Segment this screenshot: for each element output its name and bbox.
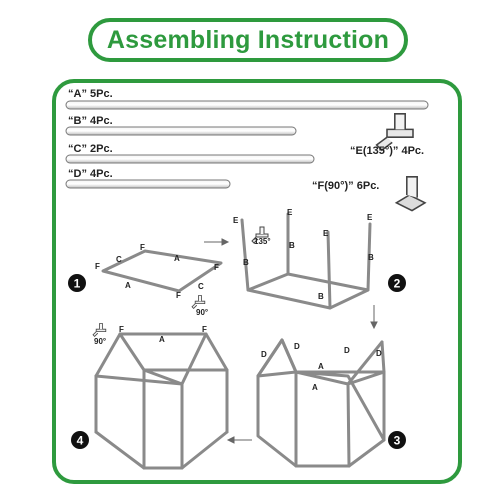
arrow-down-head-icon	[370, 321, 378, 330]
step-3-badge: 3	[394, 434, 401, 448]
svg-text:E: E	[287, 208, 293, 217]
step-4-house-frame	[94, 332, 229, 470]
svg-text:A: A	[159, 335, 165, 344]
svg-text:B: B	[318, 292, 324, 301]
instruction-frame	[52, 79, 462, 484]
connector-f-icon	[395, 176, 426, 212]
svg-text:A: A	[318, 362, 324, 371]
flow-arrows	[204, 238, 378, 444]
step-badges: 1 2 3 4	[68, 274, 406, 449]
pole-b	[65, 126, 297, 136]
svg-text:E: E	[233, 216, 239, 225]
connector-f-label: “F(90°)” 6Pc.	[312, 180, 379, 192]
svg-text:F: F	[176, 291, 181, 300]
svg-text:C: C	[116, 255, 122, 264]
step-2-wall-frame	[240, 212, 372, 310]
svg-text:F: F	[202, 325, 207, 334]
svg-text:C: C	[198, 282, 204, 291]
step-1-badge: 1	[74, 277, 81, 291]
svg-text:B: B	[368, 253, 374, 262]
arrow-right-head-icon	[221, 238, 230, 246]
svg-text:A: A	[174, 254, 180, 263]
svg-text:B: B	[289, 241, 295, 250]
svg-text:D: D	[376, 349, 382, 358]
svg-text:A: A	[312, 383, 318, 392]
connector-e-label: “E(135°)” 4Pc.	[350, 145, 424, 157]
pole-a	[65, 100, 429, 110]
svg-text:B: B	[243, 258, 249, 267]
angle-e-label: 135°	[254, 237, 271, 246]
arrow-left-head-icon	[226, 436, 235, 444]
svg-text:F: F	[214, 263, 219, 272]
step-3-gable-frame	[256, 338, 386, 468]
svg-text:D: D	[294, 342, 300, 351]
pole-d	[65, 179, 231, 189]
parts-list: “A” 5Pc. “B” 4Pc. “C” 2Pc. “D” 4Pc. “E(1…	[65, 88, 429, 212]
svg-text:F: F	[119, 325, 124, 334]
step-2-badge: 2	[394, 277, 401, 291]
svg-text:A: A	[125, 281, 131, 290]
svg-text:F: F	[140, 243, 145, 252]
svg-text:F: F	[95, 262, 100, 271]
svg-text:E: E	[367, 213, 373, 222]
part-c-label: “C” 2Pc.	[68, 143, 113, 155]
diagram-letter-labels: F C F A F A C F E E E E B B B B D D D D …	[95, 208, 382, 392]
step-4-badge: 4	[77, 434, 84, 448]
angle-f-label-step4: 90°	[94, 337, 106, 346]
angle-f-label-step1: 90°	[196, 308, 208, 317]
step-1-base-frame	[101, 249, 223, 293]
part-b-label: “B” 4Pc.	[68, 115, 113, 127]
svg-text:E: E	[323, 229, 329, 238]
part-a-label: “A” 5Pc.	[68, 88, 113, 100]
page-title: Assembling Instruction	[106, 25, 390, 54]
svg-text:D: D	[261, 350, 267, 359]
connector-f-detail-icon-step1	[191, 295, 206, 309]
svg-text:D: D	[344, 346, 350, 355]
title-banner: Assembling Instruction	[88, 18, 408, 62]
connector-f-detail-icon-step4	[92, 323, 107, 337]
part-d-label: “D” 4Pc.	[68, 168, 113, 180]
pole-c	[65, 154, 315, 164]
